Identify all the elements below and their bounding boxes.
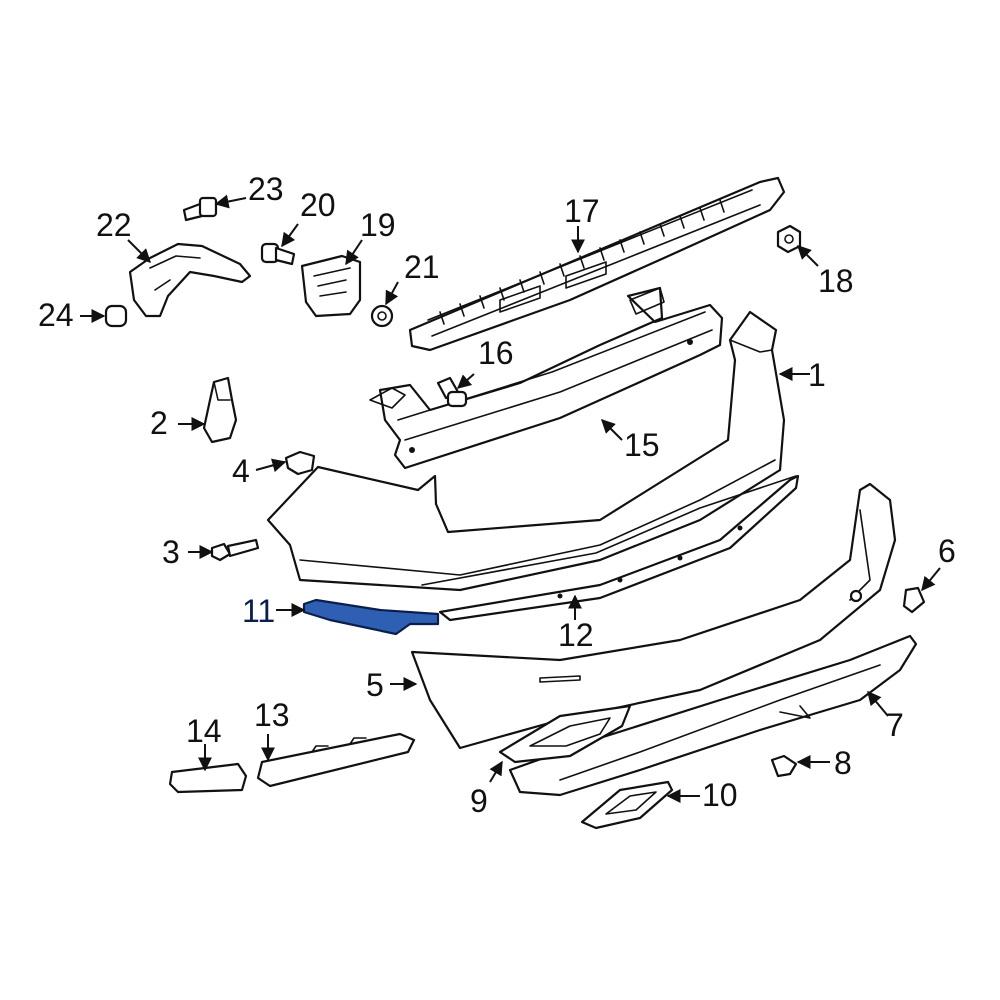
label-11: 11 — [242, 593, 275, 629]
label-7: 7 — [886, 707, 904, 743]
trim-part-11-highlighted[interactable] — [302, 598, 440, 636]
bracket-part-22[interactable] — [128, 242, 252, 318]
bolt-part-16[interactable] — [436, 376, 468, 408]
nut-part-18[interactable] — [776, 224, 802, 254]
push-clip-part-8[interactable] — [770, 754, 798, 778]
bracket-part-19[interactable] — [300, 254, 362, 318]
label-3: 3 — [162, 534, 180, 570]
lower-fascia-part-5[interactable] — [410, 482, 897, 750]
label-6: 6 — [938, 533, 956, 569]
label-20: 20 — [300, 187, 336, 223]
nut-part-24[interactable] — [104, 304, 128, 328]
label-13: 13 — [254, 697, 290, 733]
label-8: 8 — [834, 745, 852, 781]
trim-strip-part-12[interactable] — [438, 474, 800, 622]
label-5: 5 — [366, 667, 384, 703]
reinforcement-part-17[interactable] — [408, 176, 786, 352]
label-24: 24 — [38, 297, 74, 333]
reflector-part-13[interactable] — [256, 732, 416, 788]
label-16: 16 — [478, 335, 514, 371]
cap-part-2[interactable] — [202, 376, 238, 444]
label-18: 18 — [818, 263, 854, 299]
nut-part-21[interactable] — [370, 304, 394, 328]
label-15: 15 — [624, 427, 660, 463]
reflector-part-14[interactable] — [168, 762, 248, 794]
exhaust-outlet-part-10[interactable] — [580, 780, 674, 830]
exhaust-trim-part-9[interactable] — [498, 704, 632, 764]
label-4: 4 — [232, 453, 250, 489]
bolt-part-23[interactable] — [182, 196, 218, 222]
label-14: 14 — [186, 713, 222, 749]
impact-bar-part-15[interactable] — [369, 286, 724, 470]
clip-part-6[interactable] — [902, 586, 926, 614]
callout-labels: 1 2 3 4 5 6 7 8 9 10 11 12 13 14 15 16 1… — [38, 171, 956, 819]
bolt-part-20[interactable] — [260, 242, 296, 266]
rivet-clip-part-4[interactable] — [284, 450, 316, 476]
callout-arrows — [80, 194, 941, 803]
diffuser-part-7[interactable] — [508, 634, 918, 797]
label-1: 1 — [808, 357, 826, 393]
label-17: 17 — [564, 193, 600, 229]
bumper-cover-part-1[interactable] — [266, 310, 797, 592]
label-21: 21 — [404, 249, 440, 285]
label-10: 10 — [702, 777, 738, 813]
label-12: 12 — [558, 617, 594, 653]
label-9: 9 — [470, 783, 488, 819]
label-2: 2 — [150, 405, 168, 441]
label-22: 22 — [96, 207, 132, 243]
screw-part-3[interactable] — [210, 538, 260, 562]
label-19: 19 — [360, 207, 396, 243]
label-23: 23 — [248, 171, 284, 207]
